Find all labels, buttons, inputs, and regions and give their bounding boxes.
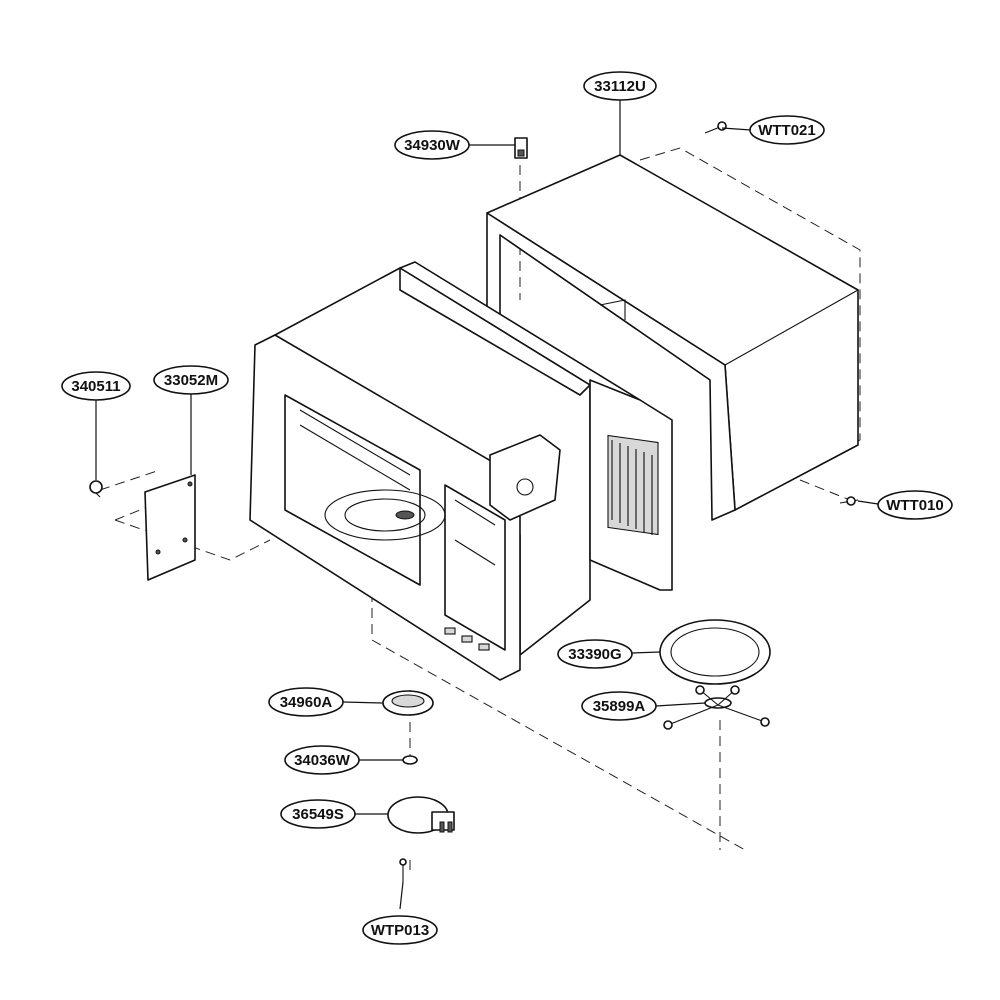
callout-WTP013: WTP013: [362, 915, 438, 945]
glass-tray-part: [659, 619, 771, 685]
callout-33390G: 33390G: [557, 639, 633, 669]
cavity-body-part: [249, 261, 673, 681]
motor-part: [387, 796, 455, 834]
fastener-part: [89, 480, 103, 498]
part-code-WTP013: WTP013: [371, 922, 429, 939]
callout-33112U: 33112U: [583, 71, 657, 101]
callout-36549S: 36549S: [280, 799, 356, 829]
part-code-33390G: 33390G: [568, 646, 621, 663]
part-code-340511: 340511: [71, 378, 120, 395]
callout-35899A: 35899A: [581, 691, 657, 721]
part-code-33052M: 33052M: [164, 372, 218, 389]
washer-part: [402, 755, 418, 765]
clip-part: [514, 137, 528, 159]
callout-WTT021: WTT021: [749, 115, 825, 145]
part-code-35899A: 35899A: [593, 698, 646, 715]
part-code-34930W: 34930W: [404, 137, 461, 154]
coupler-part: [382, 690, 434, 716]
part-code-34960A: 34960A: [280, 694, 333, 711]
screw-bottom-part: [399, 858, 407, 882]
callout-33052M: 33052M: [153, 365, 229, 395]
part-code-34036W: 34036W: [294, 752, 351, 769]
callout-34036W: 34036W: [284, 745, 360, 775]
leader-lines: [95, 100, 879, 910]
callout-34930W: 34930W: [394, 130, 470, 160]
part-code-WTT021: WTT021: [758, 122, 816, 139]
part-code-36549S: 36549S: [292, 806, 344, 823]
cover-plate-part: [144, 474, 196, 581]
callout-34960A: 34960A: [268, 687, 344, 717]
roller-guide-part: [663, 685, 770, 730]
part-code-33112U: 33112U: [594, 78, 646, 95]
vent-grid: [611, 440, 653, 535]
screw-side-part: [839, 496, 859, 506]
callout-340511: 340511: [61, 371, 131, 401]
part-code-WTT010: WTT010: [886, 497, 944, 514]
callout-WTT010: WTT010: [877, 490, 953, 520]
